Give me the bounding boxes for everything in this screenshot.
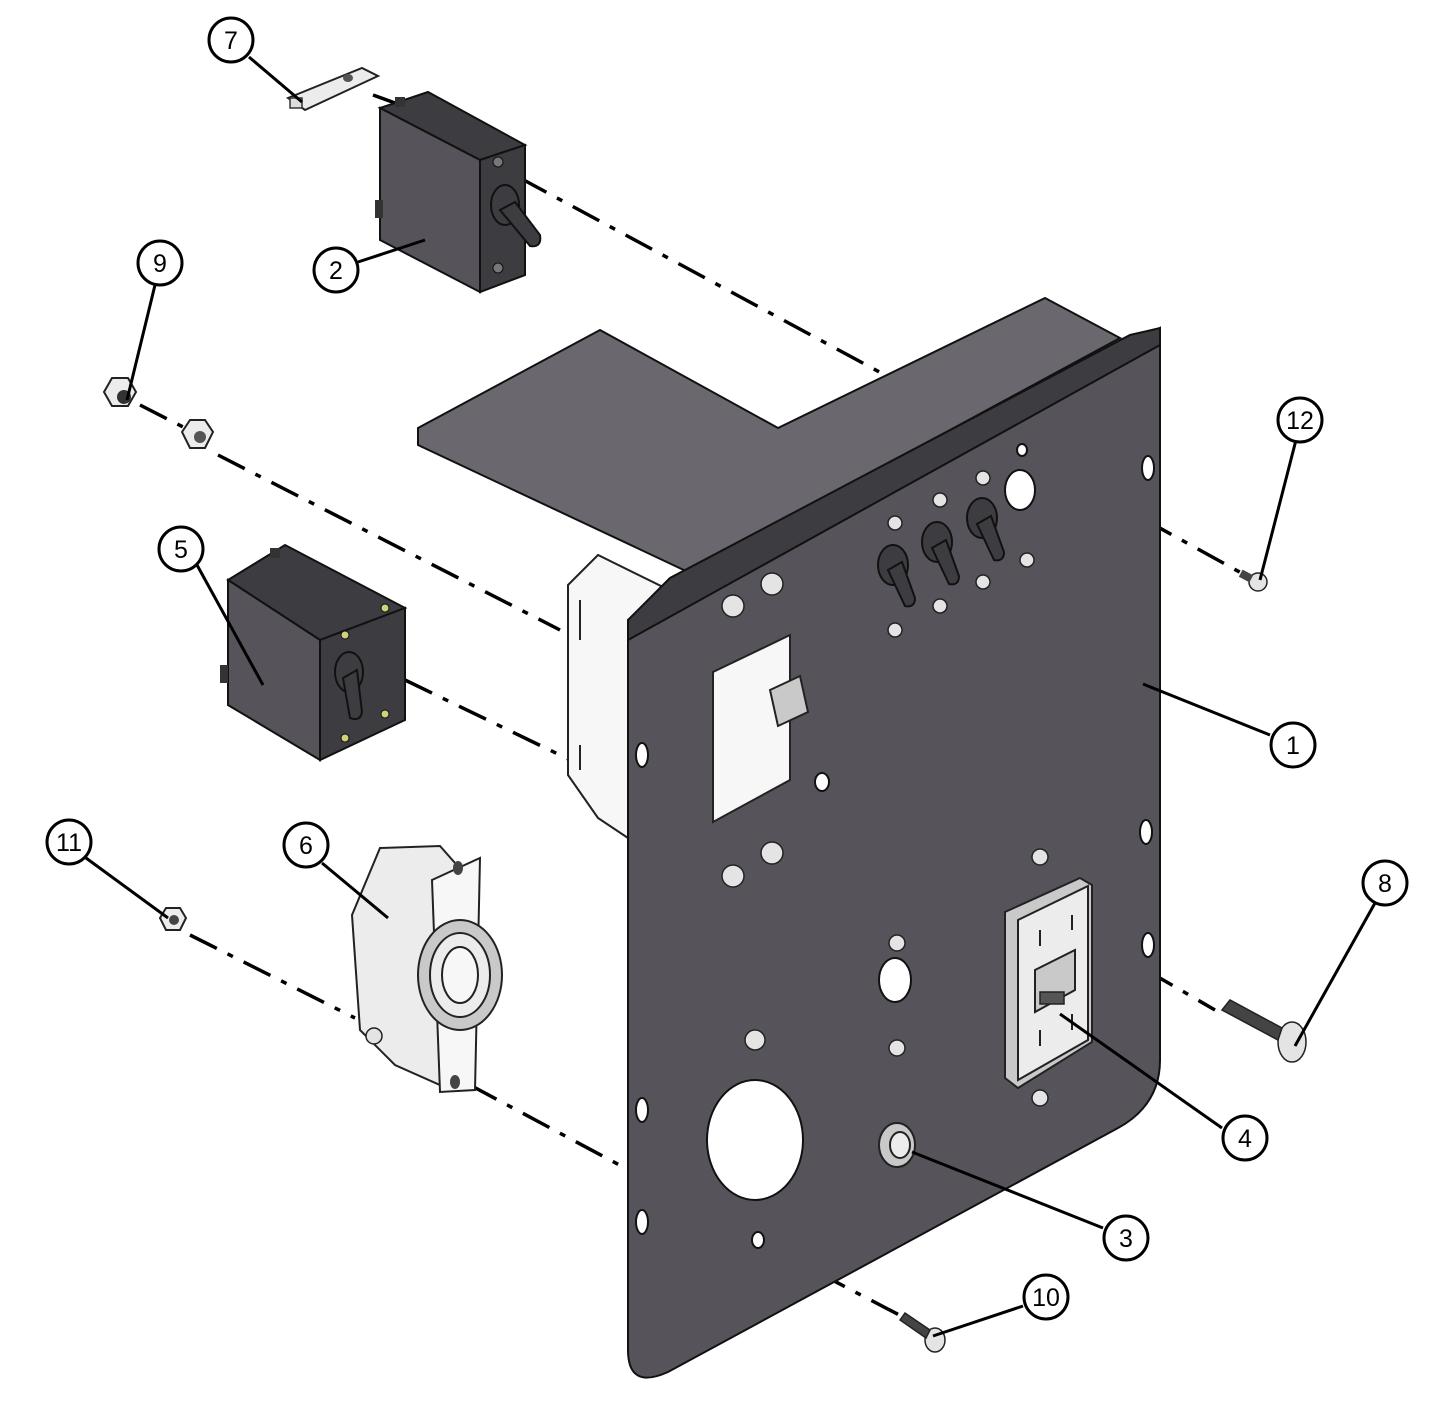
screw-part-12 — [1238, 569, 1268, 592]
panel-bend — [627, 326, 1161, 642]
callout-7: 7 — [207, 16, 255, 64]
callout-1: 1 — [1269, 721, 1317, 769]
panel-hole-slot — [1141, 455, 1155, 481]
leader-8 — [1293, 902, 1377, 1047]
leader-6 — [321, 861, 389, 920]
callout-label-11: 11 — [56, 829, 82, 857]
centerline-receptacle-6 — [469, 1083, 626, 1170]
callout-label-5: 5 — [174, 536, 188, 564]
screw-part-10 — [898, 1311, 946, 1353]
callout-label-8: 8 — [1378, 870, 1392, 898]
main-panel-part-1 — [417, 296, 1161, 1379]
panel-screws — [721, 470, 1049, 1107]
panel-hole-medium — [878, 957, 912, 1003]
panel-hole-small — [1016, 443, 1028, 457]
leader-lines — [85, 55, 1377, 1338]
callout-6: 6 — [282, 821, 330, 869]
panel-breaker-toggle — [768, 674, 810, 728]
callout-5: 5 — [157, 525, 205, 573]
callout-8: 8 — [1361, 859, 1409, 907]
panel-hole-small — [814, 772, 830, 792]
callout-12: 12 — [1276, 396, 1324, 444]
gfci-outlet-part-4 — [1004, 876, 1093, 1090]
panel-hole-slot — [1139, 819, 1153, 845]
callout-9: 9 — [136, 239, 184, 287]
panel-hole-slot — [635, 742, 649, 768]
callout-label-10: 10 — [1032, 1284, 1060, 1312]
centerline-clip-7 — [372, 93, 396, 105]
panel-hole-small — [751, 1231, 765, 1249]
leader-9 — [125, 284, 157, 401]
panel-breaker-window — [712, 633, 791, 824]
screw-part-8 — [1220, 999, 1307, 1063]
callout-label-12: 12 — [1286, 407, 1314, 435]
callout-3: 3 — [1102, 1214, 1150, 1262]
leader-11 — [85, 856, 169, 920]
receptacle-part-6 — [350, 844, 503, 1094]
leader-2 — [357, 238, 426, 264]
centerline-nut-9-to-panel — [217, 453, 561, 632]
panel-hole-large — [706, 1079, 804, 1201]
panel-toggle-switches — [877, 497, 1006, 608]
panel-hole-slot — [635, 1209, 649, 1235]
centerline-nut-11 — [189, 933, 356, 1020]
leader-10 — [932, 1304, 1024, 1338]
leader-7 — [248, 55, 303, 104]
clip-part-7 — [285, 66, 381, 112]
callout-label-3: 3 — [1119, 1225, 1133, 1253]
panel-hole-round-top — [1004, 469, 1036, 511]
centerline-screw-12 — [1039, 460, 1246, 577]
panel-hole-slot — [1141, 932, 1155, 958]
centerline-breaker-2 — [519, 176, 886, 377]
nut-part-11 — [158, 907, 188, 931]
panel-hole-slot — [635, 1097, 649, 1123]
callout-10: 10 — [1022, 1273, 1070, 1321]
centerline-nut-9 — [139, 403, 186, 430]
callout-11: 11 — [45, 818, 93, 866]
callout-label-9: 9 — [153, 250, 167, 278]
leader-3 — [911, 1150, 1104, 1230]
panel-top-flange — [417, 296, 1123, 574]
callout-2: 2 — [312, 246, 360, 294]
callout-label-4: 4 — [1238, 1125, 1252, 1153]
leader-4 — [1059, 1012, 1223, 1130]
callout-label-7: 7 — [224, 27, 238, 55]
circuit-breaker-part-5 — [220, 543, 408, 762]
callout-4: 4 — [1221, 1114, 1269, 1162]
circuit-breaker-part-2 — [375, 90, 542, 294]
leader-1 — [1142, 682, 1271, 737]
leader-5 — [195, 564, 265, 686]
centerline-breaker-5 — [404, 678, 596, 774]
indicator-part-3 — [878, 1122, 916, 1168]
callout-label-6: 6 — [299, 832, 313, 860]
leader-12 — [1258, 439, 1298, 581]
callout-label-1: 1 — [1286, 732, 1300, 760]
callout-label-2: 2 — [329, 257, 343, 285]
